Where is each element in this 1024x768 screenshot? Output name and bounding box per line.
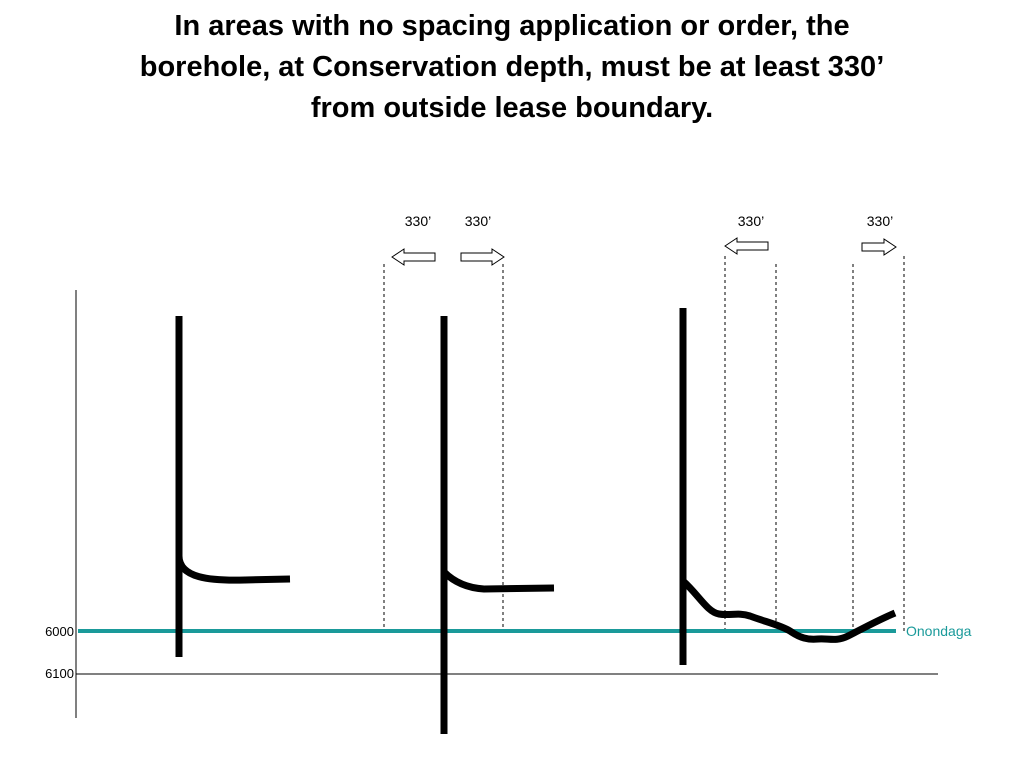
wellbore-1-lateral [175, 555, 291, 584]
right-arrow-icon [460, 248, 505, 266]
spacing-label: 330’ [405, 213, 431, 229]
formation-label: Onondaga [906, 623, 972, 639]
spacing-label: 330’ [465, 213, 491, 229]
title-line-1: In areas with no spacing application or … [174, 10, 850, 42]
right-arrow-icon [861, 238, 897, 256]
left-arrow-icon [724, 237, 769, 255]
lease-boundaries [383, 256, 905, 632]
wellbore-2-lateral [441, 569, 555, 593]
slide-title: In areas with no spacing application or … [40, 6, 984, 129]
spacing-label: 330’ [738, 213, 764, 229]
depth-label-6100: 6100 [45, 666, 74, 681]
left-arrow-icon [391, 248, 436, 266]
title-line-2: borehole, at Conservation depth, must be… [139, 51, 885, 83]
title-line-3: from outside lease boundary. [310, 92, 714, 124]
wellbore-3-lateral [680, 578, 897, 643]
depth-label-6000: 6000 [45, 624, 74, 639]
spacing-label: 330’ [867, 213, 893, 229]
